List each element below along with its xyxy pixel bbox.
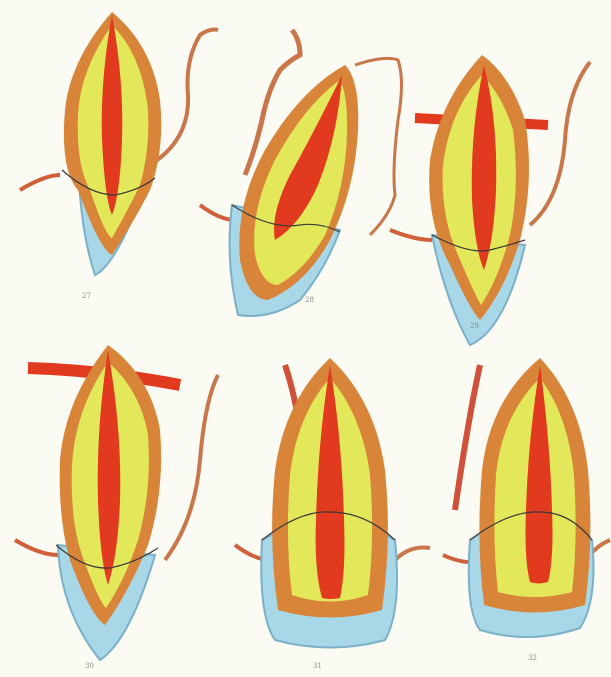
fiber-left: [20, 175, 60, 190]
figure-29: 29: [390, 55, 590, 345]
fig-29-number: 29: [470, 322, 479, 330]
fig-32-number: 32: [528, 654, 537, 662]
fiber-left: [443, 555, 470, 562]
fig-30-number: 30: [85, 662, 94, 670]
fiber-left-stick: [455, 365, 480, 510]
fiber-right: [165, 375, 218, 560]
fiber-right: [530, 62, 590, 225]
figure-27: 27: [20, 12, 218, 300]
fiber-right: [355, 58, 402, 235]
figure-28: 28: [200, 30, 402, 316]
fiber-left: [15, 540, 58, 555]
figure-30: 30: [15, 345, 218, 670]
fiber-right: [395, 548, 430, 561]
fiber-left: [390, 230, 432, 240]
fig-27-number: 27: [82, 292, 91, 300]
figure-32: 32: [443, 358, 610, 662]
fig-28-number: 28: [305, 296, 314, 304]
figure-31: 31: [235, 358, 430, 670]
fig-31-number: 31: [313, 662, 322, 670]
